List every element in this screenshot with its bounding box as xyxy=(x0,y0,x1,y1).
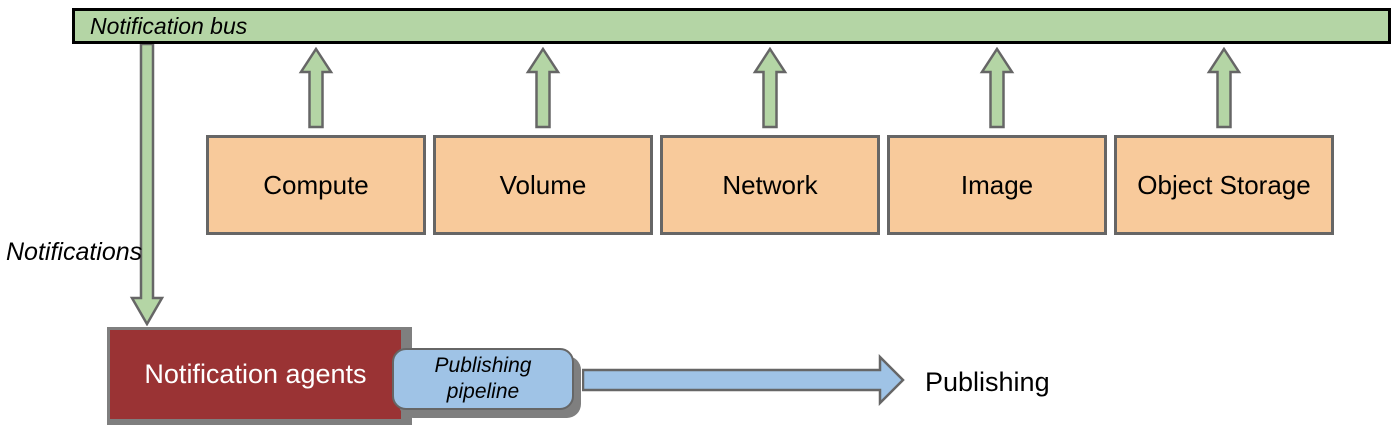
network-up-arrow xyxy=(752,47,788,129)
service-box-compute: Compute xyxy=(206,135,426,235)
notifications-label: Notifications xyxy=(6,238,143,266)
service-label-network: Network xyxy=(722,169,818,200)
service-label-image: Image xyxy=(960,169,1034,200)
object-storage-up-arrow xyxy=(1206,47,1242,129)
publishing-pipeline-box: Publishing pipeline xyxy=(392,348,574,410)
publishing-label: Publishing xyxy=(925,367,1050,397)
compute-up-arrow xyxy=(298,47,334,129)
service-label-compute: Compute xyxy=(263,169,369,200)
notification-agents-label: Notification agents xyxy=(144,359,367,389)
volume-up-arrow xyxy=(525,47,561,129)
service-label-object-storage: Object Storage xyxy=(1137,169,1311,200)
service-box-volume: Volume xyxy=(433,135,653,235)
service-box-network: Network xyxy=(660,135,880,235)
image-up-arrow xyxy=(979,47,1015,129)
service-box-object-storage: Object Storage xyxy=(1114,135,1334,235)
publishing-pipeline-label-line1: Publishing xyxy=(434,354,532,377)
publishing-right-arrow xyxy=(582,354,905,406)
notifications-down-arrow xyxy=(129,44,165,326)
notification-agents-box: Notification agents xyxy=(110,330,401,419)
service-label-volume: Volume xyxy=(499,169,587,200)
publishing-pipeline-label-line2: pipeline xyxy=(446,380,520,403)
notification-bus-label: Notification bus xyxy=(90,12,248,39)
service-box-image: Image xyxy=(887,135,1107,235)
notification-bus-bar: Notification bus xyxy=(72,8,1391,44)
